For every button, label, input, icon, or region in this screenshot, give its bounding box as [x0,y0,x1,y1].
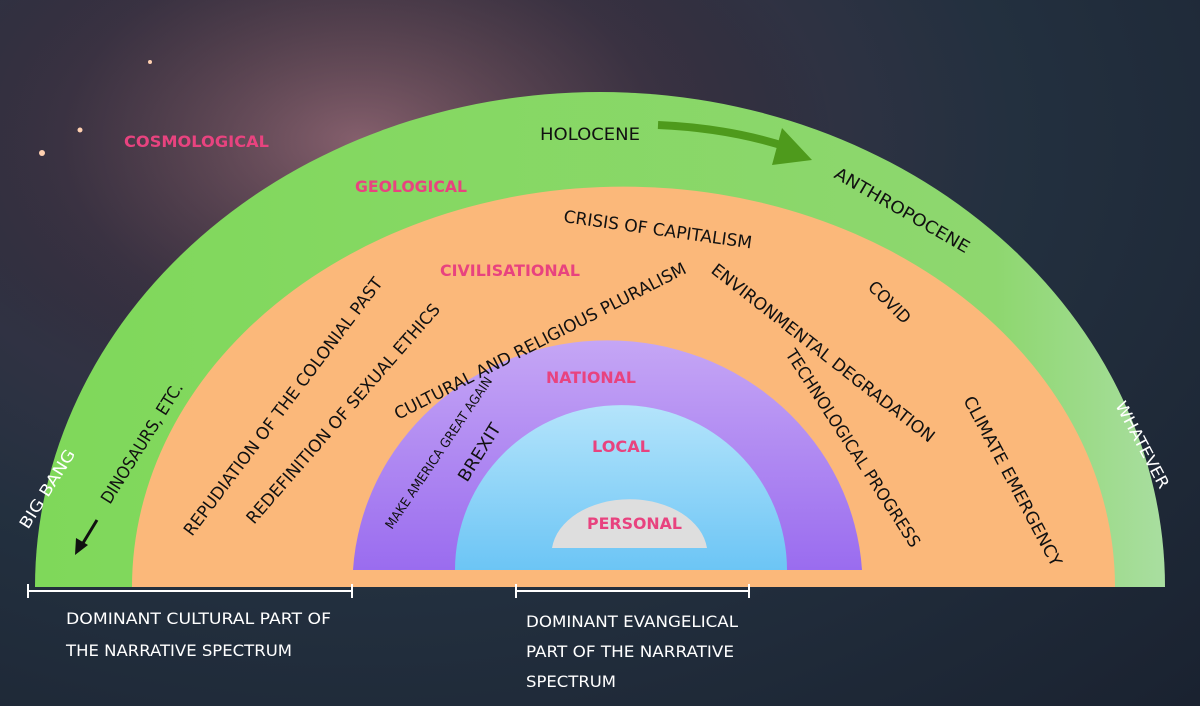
note-cultural-line2: THE NARRATIVE SPECTRUM [65,641,292,660]
level-local: LOCAL [592,437,650,456]
level-personal: PERSONAL [587,514,682,533]
note-evangelical-line3: SPECTRUM [526,672,616,691]
star [148,60,152,64]
evangelical-range-bracket [515,584,750,598]
local-arc [455,405,787,570]
level-cosmological: COSMOLOGICAL [124,132,269,151]
arrow-head-icon [772,128,812,165]
star [77,127,83,133]
level-national: NATIONAL [546,368,636,387]
cultural-range-bracket [27,584,353,598]
note-evangelical-line1: DOMINANT EVANGELICAL [526,612,738,631]
level-civilisational: CIVILISATIONAL [440,261,580,280]
personal-arc [552,499,707,548]
star [39,150,45,156]
level-geological: GEOLOGICAL [355,177,467,196]
note-cultural-line1: DOMINANT CULTURAL PART OF [66,609,331,628]
arrow-icon [657,121,792,152]
note-evangelical-line2: PART OF THE NARRATIVE [526,642,734,661]
label-holocene: HOLOCENE [540,125,640,145]
arrow-head-icon [75,538,88,555]
